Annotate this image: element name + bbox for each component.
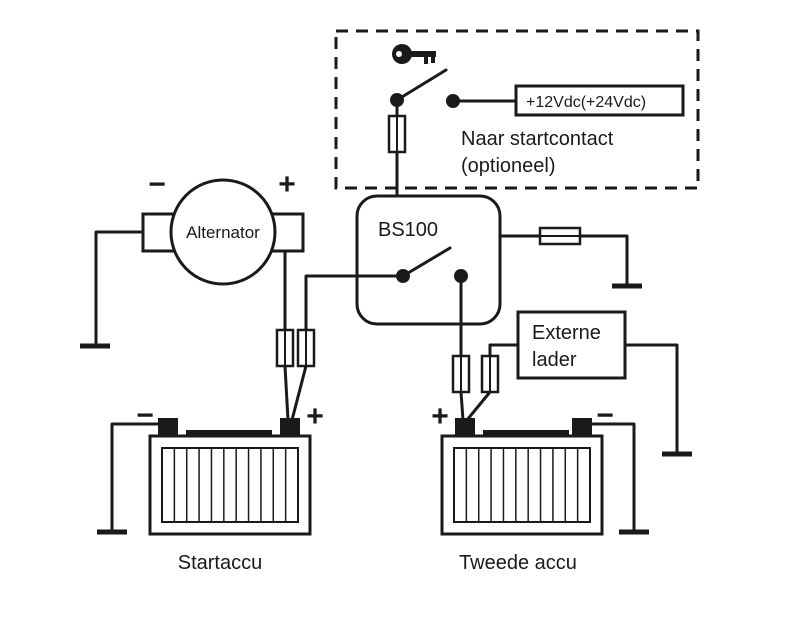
second-battery-plus-terminal <box>455 418 475 436</box>
external-charger-label-line2: lader <box>532 349 577 371</box>
alternator-minus-sign: − <box>148 168 166 201</box>
start-link-fuse-icon <box>296 328 316 368</box>
bs100-separator: BS100 <box>355 194 502 326</box>
second-battery-plus-sign: + <box>431 400 449 433</box>
start-battery-link-wire <box>304 274 405 332</box>
ignition-voltage-box <box>514 84 685 117</box>
alternator-body <box>169 178 277 286</box>
alternator: Alternator − + <box>141 168 305 286</box>
external-charger-label-line1: Externe <box>532 322 601 344</box>
ignition-fuse-icon <box>387 114 407 154</box>
ignition-switch-icon <box>390 68 460 108</box>
charger-fuse-icon <box>480 354 500 394</box>
ignition-voltage-label: +12Vdc(+24Vdc) <box>526 94 646 111</box>
bs100-ground-fuse-icon <box>538 226 582 246</box>
ignition-section: +12Vdc(+24Vdc) Naar startcontact (option… <box>334 29 700 198</box>
alternator-ground-wire <box>94 230 145 346</box>
bs100-switch-icon <box>396 246 468 283</box>
charger-output-wire <box>488 343 520 358</box>
second-battery-ground-wire <box>578 422 636 532</box>
start-battery-minus-terminal <box>158 418 178 436</box>
second-battery: + − Tweede accu <box>431 399 614 574</box>
charger-ground-wire <box>623 343 679 454</box>
start-battery-plus-sign: + <box>306 400 324 433</box>
alternator-plus-sign: + <box>278 168 296 201</box>
start-battery: − + Startaccu <box>136 399 324 574</box>
bs100-label: BS100 <box>378 219 438 241</box>
second-battery-label: Tweede accu <box>459 552 577 574</box>
key-icon <box>392 44 436 64</box>
second-battery-cells <box>453 447 591 523</box>
second-battery-minus-terminal <box>572 418 592 436</box>
ignition-caption-line2: (optioneel) <box>461 155 556 177</box>
start-battery-plus-terminal <box>280 418 300 436</box>
optional-section-border <box>334 29 700 190</box>
start-battery-minus-sign: − <box>136 399 154 432</box>
start-battery-ground-wire <box>110 422 168 532</box>
second-battery-cell-lines <box>465 448 579 522</box>
ignition-caption-line1: Naar startcontact <box>461 128 614 150</box>
start-battery-cells <box>161 447 299 523</box>
second-link-fuse-icon <box>451 354 471 394</box>
start-battery-label: Startaccu <box>178 552 262 574</box>
second-battery-minus-sign: − <box>596 399 614 432</box>
external-charger: Externe lader <box>516 310 627 380</box>
alternator-fuse-icon <box>275 328 295 368</box>
alternator-label: Alternator <box>186 223 260 242</box>
start-battery-cell-lines <box>173 448 287 522</box>
